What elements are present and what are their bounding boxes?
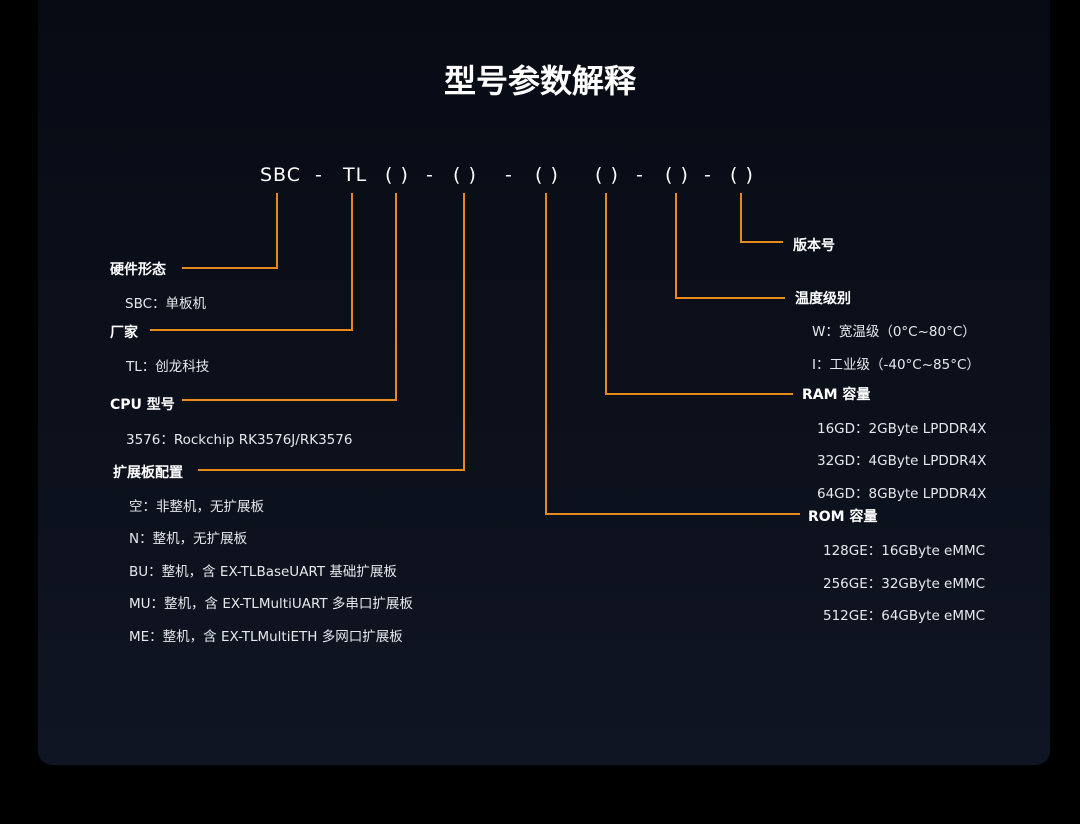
code-ver-slot: ( ) xyxy=(730,164,754,186)
code-dash: - xyxy=(704,164,712,186)
item-ram: 32GD：4GByte LPDDR4X xyxy=(817,453,987,469)
item-temp: W：宽温级（0°C~80°C） xyxy=(812,324,976,340)
line-cpu xyxy=(182,193,397,401)
item-ram: 16GD：2GByte LPDDR4X xyxy=(817,421,987,437)
line-vendor xyxy=(150,193,353,331)
label-ext: 扩展板配置 xyxy=(113,465,183,481)
label-vendor: 厂家 xyxy=(110,325,138,341)
item-temp: I：工业级（-40°C~85°C） xyxy=(812,357,980,373)
item-ext: N：整机，无扩展板 xyxy=(129,531,248,547)
item-rom: 512GE：64GByte eMMC xyxy=(823,608,986,624)
code-ext-slot: ( ) xyxy=(453,164,477,186)
label-ver: 版本号 xyxy=(793,238,835,254)
line-ram xyxy=(605,193,793,395)
code-sbc: SBC xyxy=(260,164,302,186)
line-ext xyxy=(198,193,465,471)
item-ext: BU：整机，含 EX-TLBaseUART 基础扩展板 xyxy=(129,564,397,580)
label-cpu: CPU 型号 xyxy=(110,397,175,413)
code-cpu-slot: ( ) xyxy=(385,164,409,186)
label-temp: 温度级别 xyxy=(795,291,851,307)
item-rom: 128GE：16GByte eMMC xyxy=(823,543,986,559)
line-temp xyxy=(675,193,785,299)
item-ext: ME：整机，含 EX-TLMultiETH 多网口扩展板 xyxy=(129,629,403,645)
label-ram: RAM 容量 xyxy=(802,387,871,403)
code-tl: TL xyxy=(343,164,368,186)
line-form xyxy=(182,193,278,269)
code-ram-slot: ( ) xyxy=(595,164,619,186)
background-panel xyxy=(38,0,1050,765)
code-dash: - xyxy=(636,164,644,186)
label-form: 硬件形态 xyxy=(110,262,166,278)
item-ram: 64GD：8GByte LPDDR4X xyxy=(817,486,987,502)
label-rom: ROM 容量 xyxy=(808,509,878,525)
item-form: SBC：单板机 xyxy=(125,296,207,312)
code-dash: - xyxy=(315,164,323,186)
code-dash: - xyxy=(426,164,434,186)
item-ext: 空：非整机，无扩展板 xyxy=(129,499,264,515)
line-ver xyxy=(740,193,783,243)
item-ext: MU：整机，含 EX-TLMultiUART 多串口扩展板 xyxy=(129,596,413,612)
code-dash: - xyxy=(505,164,513,186)
item-cpu: 3576：Rockchip RK3576J/RK3576 xyxy=(126,432,353,448)
page-title: 型号参数解释 xyxy=(443,62,636,100)
code-temp-slot: ( ) xyxy=(665,164,689,186)
item-rom: 256GE：32GByte eMMC xyxy=(823,576,986,592)
line-rom xyxy=(545,193,800,515)
code-rom-slot: ( ) xyxy=(535,164,559,186)
item-vendor: TL：创龙科技 xyxy=(126,359,210,375)
